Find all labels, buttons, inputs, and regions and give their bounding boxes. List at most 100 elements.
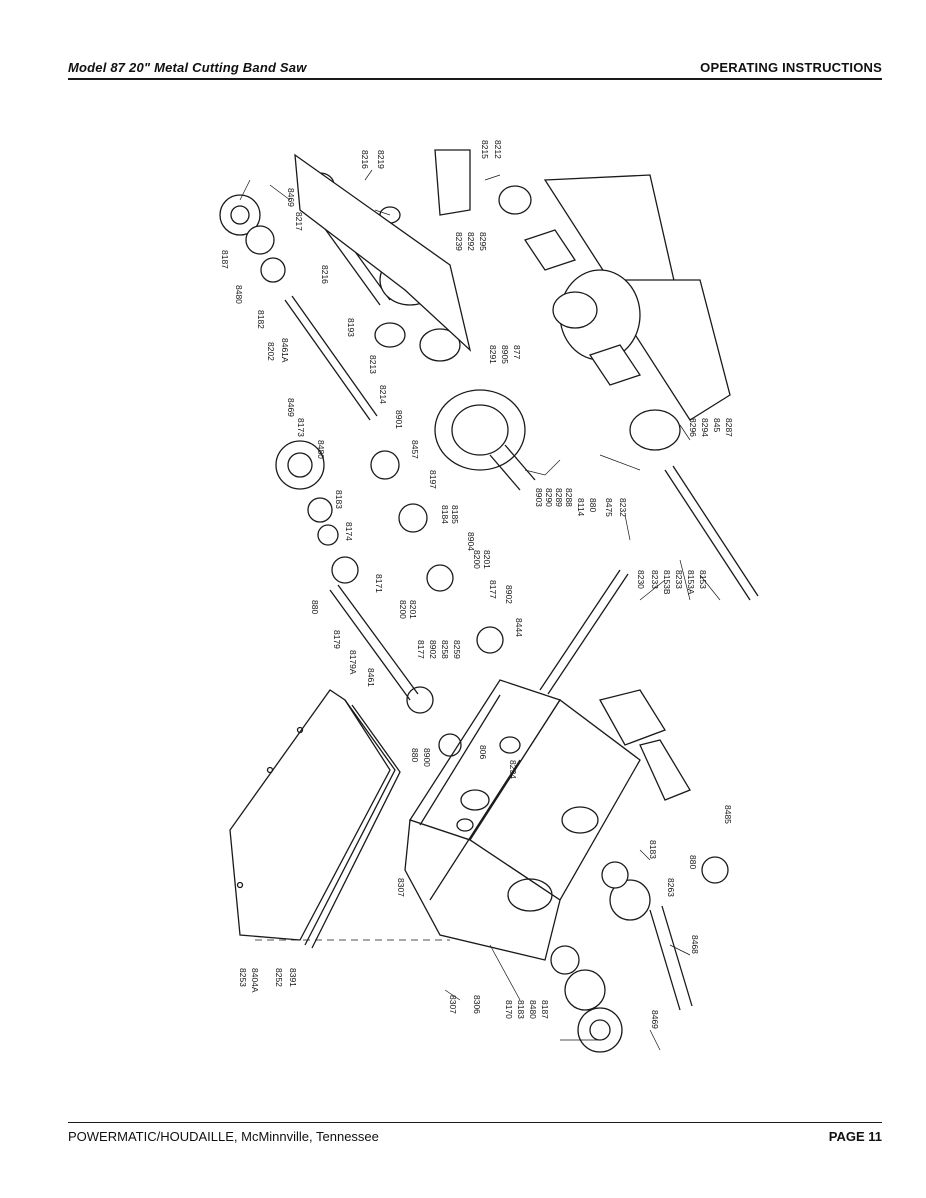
part-label: 8904 [466,532,476,551]
part-label: 8258 [440,640,450,659]
part-label: 880 [310,600,320,614]
part-label: 8296 [688,418,698,437]
part-label: 8213 [368,355,378,374]
worm-gear-assembly [294,153,536,491]
part-label: 8290 [544,488,554,507]
part-label: 8480 [234,285,244,304]
part-label: 845 [712,418,722,432]
page-number: PAGE 11 [828,1129,882,1144]
part-label: 8444 [514,618,524,637]
part-label: 8900 [422,748,432,767]
part-label: 8461A [280,338,290,363]
part-label: 8469 [286,188,296,207]
part-label: 8253 [238,968,248,987]
part-label: 8307 [396,878,406,897]
part-label: 8197 [428,470,438,489]
part-label: 8153A [686,570,696,595]
page-footer: POWERMATIC/HOUDAILLE, McMinnville, Tenne… [68,1122,882,1152]
part-label: 877 [512,345,522,359]
page-header: Model 87 20" Metal Cutting Band Saw OPER… [68,54,882,80]
part-label: 8202 [266,342,276,361]
part-label: 8230 [636,570,646,589]
part-label: 8239 [454,232,464,251]
part-label: 8187 [220,250,230,269]
cover-plate [229,689,401,949]
part-label: 8215 [480,140,490,159]
part-label: 8114 [576,498,586,517]
part-label: 8184 [440,505,450,524]
part-label: 806 [478,745,488,759]
gear-train [219,194,729,1053]
part-label: 8179A [348,650,358,675]
part-label: 8183 [648,840,658,859]
part-label: 8234 [508,760,518,779]
part-label: 8232 [618,498,628,517]
part-label: 8185 [450,505,460,524]
part-label: 880 [688,855,698,869]
part-label: 8288 [564,488,574,507]
part-label: 8294 [700,418,710,437]
part-label: 8174 [344,522,354,541]
part-label: 8201 [482,550,492,569]
company-name: POWERMATIC/HOUDAILLE, McMinnville, Tenne… [68,1129,379,1144]
part-label: 8307 [448,995,458,1014]
part-label: 8212 [493,140,503,159]
part-label: 8214 [378,385,388,404]
part-label: 8306 [472,995,482,1014]
part-label: 8233 [650,570,660,589]
section-title: OPERATING INSTRUCTIONS [700,60,882,75]
part-label: 8475 [604,498,614,517]
part-label: 8216 [360,150,370,169]
part-label: 8902 [428,640,438,659]
part-label: 8292 [466,232,476,251]
part-label: 8289 [554,488,564,507]
part-label: 8391 [288,968,298,987]
part-number-labels: 8216 8219 8215 8212 8469 8187 8480 8217 … [220,140,734,1029]
part-label: 8153 [698,570,708,589]
part-label: 8183 [516,1000,526,1019]
part-label: 8170 [504,1000,514,1019]
part-label: 8468 [690,935,700,954]
part-label: 880 [410,748,420,762]
part-label: 8200 [398,600,408,619]
manual-title: Model 87 20" Metal Cutting Band Saw [68,60,307,75]
part-label: 8201 [408,600,418,619]
part-label: 8263 [666,878,676,897]
part-label: 8903 [534,488,544,507]
part-label: 8902 [504,585,514,604]
part-label: 8216 [320,265,330,284]
part-label: 8287 [724,418,734,437]
part-label: 8291 [488,345,498,364]
part-label: 8457 [410,440,420,459]
part-label: 8187 [540,1000,550,1019]
part-label: 8233 [674,570,684,589]
part-label: 8905 [500,345,510,364]
part-label: 8485 [723,805,733,824]
part-label: 8480 [528,1000,538,1019]
part-label: 8901 [394,410,404,429]
part-label: 8469 [650,1010,660,1029]
part-label: 8183 [334,490,344,509]
part-label: 8173 [296,418,306,437]
part-label: 8182 [256,310,266,329]
part-label: 8200 [472,550,482,569]
motor-bracket [434,149,731,451]
part-label: 8252 [274,968,284,987]
part-label: 8177 [488,580,498,599]
part-label: 8404A [250,968,260,993]
part-label: 8480 [316,440,326,459]
drive-housing [404,679,691,961]
part-label: 8153B [662,570,672,595]
part-label: 8259 [452,640,462,659]
part-label: 8171 [374,574,384,593]
part-label: 8217 [294,212,304,231]
part-label: 8179 [332,630,342,649]
part-label: 8295 [478,232,488,251]
lead-lines [239,169,721,1051]
part-label: 8193 [346,318,356,337]
part-label: 880 [588,498,598,512]
part-label: 8177 [416,640,426,659]
part-label: 8469 [286,398,296,417]
part-label: 8219 [376,150,386,169]
